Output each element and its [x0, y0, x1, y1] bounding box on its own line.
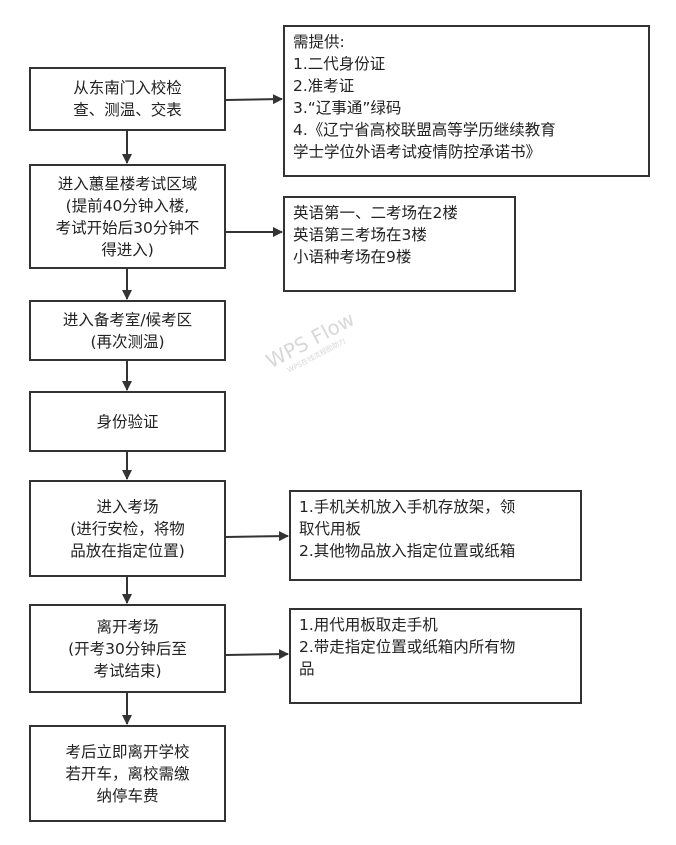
- note-line: 英语第三考场在3楼: [293, 226, 427, 244]
- step-text: 进入考场 (进行安检，将物 品放在指定位置): [70, 496, 185, 562]
- step-1-entry-check: 从东南门入校检 查、测温、交表: [29, 67, 226, 131]
- note-line: 英语第一、二考场在2楼: [293, 204, 458, 222]
- step-5-enter-exam-room: 进入考场 (进行安检，将物 品放在指定位置): [29, 480, 226, 577]
- note-line: 需提供:: [293, 33, 345, 51]
- step-text: 身份验证: [96, 411, 158, 433]
- step-line: 身份验证: [96, 412, 159, 431]
- note-line: 2.带走指定位置或纸箱内所有物: [299, 638, 516, 656]
- step-line: (开考30分钟后至: [68, 639, 187, 658]
- note-line: 学士学位外语考试疫情防控承诺书》: [293, 143, 542, 161]
- step-line: 品放在指定位置): [70, 541, 185, 560]
- step-3-waiting-area: 进入备考室/候考区 (再次测温): [29, 300, 226, 361]
- arrow-step6-to-retrieve-note: [225, 649, 289, 660]
- step-text: 进入蕙星楼考试区域 (提前40分钟入楼, 考试开始后30分钟不 得进入): [56, 173, 200, 261]
- arrow-step1-to-documents-note: [225, 94, 283, 105]
- step-line: (再次测温): [90, 332, 165, 351]
- note-line: 1.二代身份证: [293, 55, 386, 73]
- step-text: 进入备考室/候考区 (再次测温): [63, 309, 192, 353]
- note-line: 3.“辽事通”绿码: [293, 99, 402, 117]
- note-line: 2.准考证: [293, 77, 355, 95]
- step-line: (进行安检，将物: [70, 519, 185, 538]
- step-line: 进入考场: [96, 497, 159, 516]
- step-text: 离开考场 (开考30分钟后至 考试结束): [68, 616, 187, 682]
- note-line: 取代用板: [299, 520, 362, 538]
- step-line: 从东南门入校检: [73, 79, 182, 97]
- step-line: (提前40分钟入楼,: [65, 196, 190, 215]
- step-line: 进入备考室/候考区: [62, 310, 193, 329]
- step-2-enter-building: 进入蕙星楼考试区域 (提前40分钟入楼, 考试开始后30分钟不 得进入): [29, 164, 226, 269]
- note-line: 1.用代用板取走手机: [299, 616, 438, 634]
- step-line: 考试结束): [93, 661, 162, 680]
- step-line: 纳停车费: [96, 786, 159, 805]
- step-line: 进入蕙星楼考试区域: [57, 174, 198, 193]
- note-line: 小语种考场在9楼: [293, 248, 412, 266]
- arrow-step5-to-phone-note: [225, 531, 289, 542]
- step-text: 从东南门入校检 查、测温、交表: [73, 77, 182, 121]
- note-phone-storage: 1.手机关机放入手机存放架，领 取代用板 2.其他物品放入指定位置或纸箱: [289, 490, 582, 581]
- step-line: 得进入): [101, 240, 154, 259]
- note-line: 1.手机关机放入手机存放架，领: [299, 498, 516, 516]
- step-text: 考后立即离开学校 若开车，离校需缴 纳停车费: [65, 741, 189, 807]
- step-line: 考后立即离开学校: [65, 742, 190, 761]
- note-line: 4.《辽宁省高校联盟高等学历继续教育: [293, 121, 556, 139]
- note-required-documents: 需提供: 1.二代身份证 2.准考证 3.“辽事通”绿码 4.《辽宁省高校联盟高…: [283, 25, 650, 177]
- note-line: 品: [299, 660, 315, 678]
- step-line: 若开车，离校需缴: [65, 764, 190, 783]
- step-7-leave-school: 考后立即离开学校 若开车，离校需缴 纳停车费: [29, 725, 226, 822]
- step-6-leave-exam-room: 离开考场 (开考30分钟后至 考试结束): [29, 604, 226, 693]
- step-line: 查、测温、交表: [73, 101, 182, 119]
- step-line: 考试开始后30分钟不: [55, 218, 200, 237]
- step-line: 离开考场: [96, 617, 159, 636]
- note-exam-room-floors: 英语第一、二考场在2楼 英语第三考场在3楼 小语种考场在9楼: [283, 196, 516, 292]
- note-line: 2.其他物品放入指定位置或纸箱: [299, 542, 516, 560]
- note-retrieve-items: 1.用代用板取走手机 2.带走指定位置或纸箱内所有物 品: [289, 608, 582, 704]
- step-4-identity-check: 身份验证: [29, 391, 226, 452]
